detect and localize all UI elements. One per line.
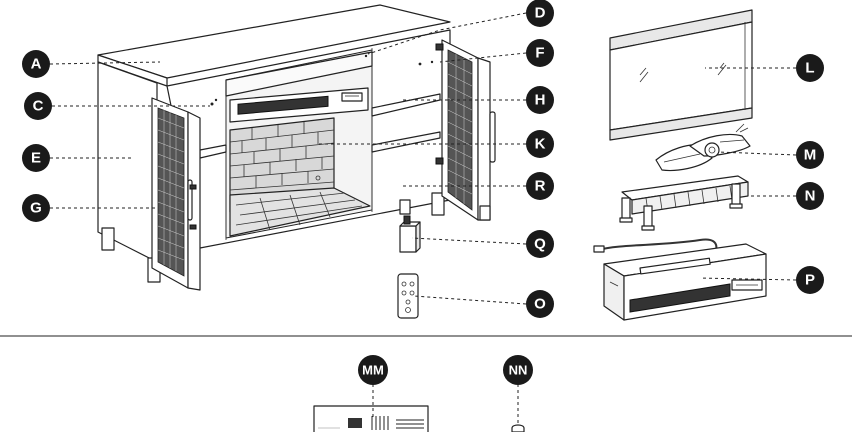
callout-badge-d: D [526,0,554,27]
callout-label-o: O [534,296,546,313]
callout-badge-nn: NN [503,355,533,385]
log-grate [619,175,749,231]
callout-badge-q: Q [526,230,554,258]
callout-label-n: N [805,188,816,205]
callout-badge-mm: MM [358,355,388,385]
left-door-mesh [151,97,201,291]
callout-badge-c: C [24,92,52,120]
callout-label-e: E [31,150,41,167]
callout-label-d: D [535,5,546,22]
callout-label-m: M [804,147,817,164]
callout-badge-o: O [526,290,554,318]
callout-badge-g: G [22,194,50,222]
callout-label-h: H [535,92,546,109]
leader-lines [49,12,797,426]
screw-holes [210,54,434,106]
callout-badge-a: A [22,50,50,78]
right-door-mesh [435,39,496,221]
callout-label-q: Q [534,236,546,253]
callout-badge-h: H [526,86,554,114]
small-part-box [399,215,421,253]
callout-badge-l: L [796,54,824,82]
callout-badge-n: N [796,182,824,210]
callout-badge-p: P [796,266,824,294]
instruction-label-card [313,405,429,432]
callout-badge-e: E [22,144,50,172]
firebox-brick-panel [229,117,371,237]
callout-badge-r: R [526,172,554,200]
callout-label-f: F [535,45,544,62]
callout-label-c: C [33,98,44,115]
fireplace-insert-installed [229,87,369,123]
callout-badge-k: K [526,130,554,158]
electric-fireplace-insert [593,238,767,321]
callout-label-l: L [805,60,814,77]
callout-label-nn: NN [509,363,528,378]
log-set [655,123,751,172]
small-screw [511,424,525,432]
callout-label-k: K [535,136,546,153]
callout-label-a: A [31,56,42,73]
callout-label-p: P [805,272,815,289]
callout-badge-m: M [796,141,824,169]
callout-label-mm: MM [362,363,384,378]
callout-badge-f: F [526,39,554,67]
callout-label-g: G [30,200,42,217]
glass-front-panel [609,9,753,141]
remote-control [397,273,419,319]
callout-label-r: R [535,178,546,195]
